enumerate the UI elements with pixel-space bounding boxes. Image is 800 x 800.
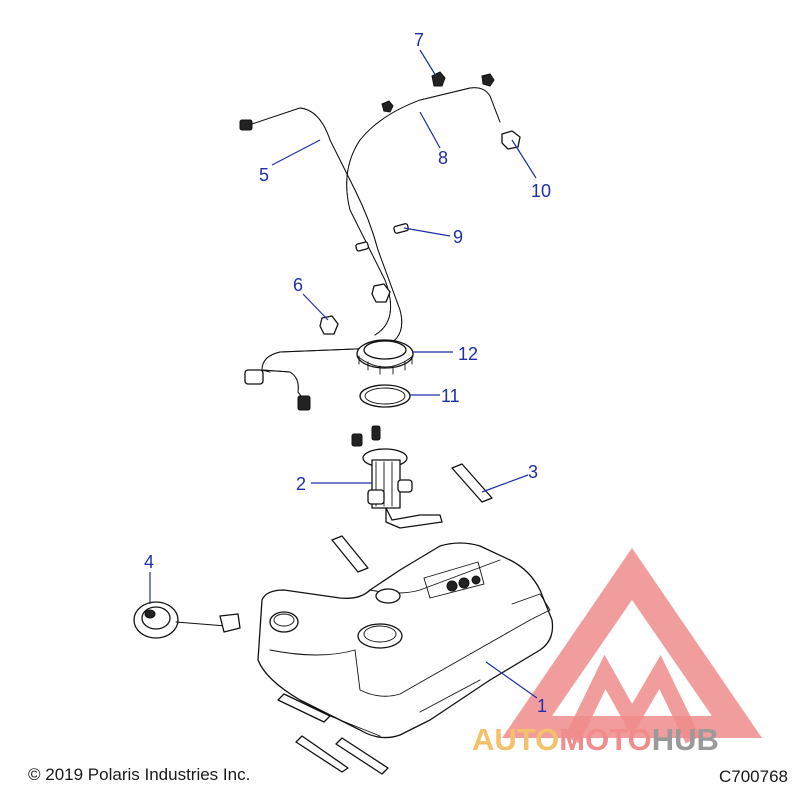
connector-9-part xyxy=(355,223,409,252)
leader-lines xyxy=(149,49,538,699)
callout-10: 10 xyxy=(531,181,551,201)
callout-labels: 7 5 8 10 9 6 12 11 3 2 4 1 xyxy=(144,30,551,716)
watermark-triangle-icon xyxy=(502,548,762,738)
pad-part xyxy=(277,463,493,775)
callout-11: 11 xyxy=(441,386,460,406)
watermark-moto: MOTO xyxy=(559,722,651,757)
retaining-ring-part xyxy=(356,339,414,375)
svg-text:AUTOMOTOHUB: AUTOMOTOHUB xyxy=(472,722,719,757)
clip-7-part xyxy=(381,71,495,113)
callout-7: 7 xyxy=(414,30,424,50)
valve-10-part xyxy=(501,130,521,150)
vent-line-part xyxy=(346,87,501,336)
watermark-auto: AUTO xyxy=(472,722,559,757)
callout-8: 8 xyxy=(438,148,448,168)
callout-1: 1 xyxy=(537,696,547,716)
fuel-line-part xyxy=(239,107,403,411)
callout-9: 9 xyxy=(453,227,463,247)
fuel-pump-part xyxy=(351,425,443,529)
copyright-text: © 2019 Polaris Industries Inc. xyxy=(28,765,251,784)
clip-6-part xyxy=(319,283,391,335)
callout-12: 12 xyxy=(458,344,478,364)
callout-3: 3 xyxy=(528,462,538,482)
callout-2: 2 xyxy=(296,474,306,494)
drawing-number: C700768 xyxy=(718,767,788,786)
fuel-tank-part xyxy=(257,542,554,739)
callout-4: 4 xyxy=(144,552,154,572)
callout-5: 5 xyxy=(259,165,269,185)
gasket-part xyxy=(359,384,411,408)
watermark-hub: HUB xyxy=(652,722,719,757)
callout-6: 6 xyxy=(293,275,303,295)
watermark-logo: AUTOMOTOHUB xyxy=(472,548,762,757)
fuel-cap-part xyxy=(133,601,241,639)
